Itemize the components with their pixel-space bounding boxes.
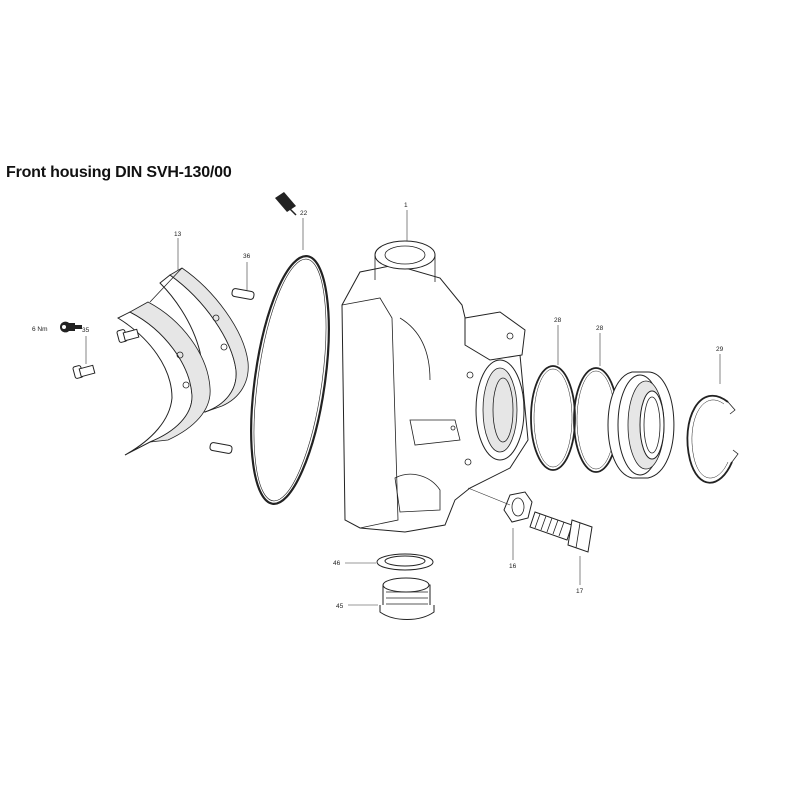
callout-28-second: 28 bbox=[596, 325, 604, 332]
callout-16: 16 bbox=[509, 563, 517, 570]
leader-lines bbox=[85, 210, 721, 606]
part-45-plug bbox=[379, 577, 435, 620]
part-22-o-ring bbox=[250, 255, 330, 505]
wrench-icon bbox=[60, 321, 82, 333]
part-36-pins bbox=[209, 288, 255, 454]
grease-gun-icon bbox=[275, 192, 297, 216]
part-46-sealing-washer bbox=[376, 553, 434, 571]
callout-22: 22 bbox=[300, 210, 308, 217]
callout-45: 45 bbox=[336, 603, 344, 610]
callout-28-first: 28 bbox=[554, 317, 562, 324]
callout-17: 17 bbox=[576, 588, 584, 595]
callout-46: 46 bbox=[333, 560, 341, 567]
diagram-title: Front housing DIN SVH-130/00 bbox=[6, 164, 232, 181]
callout-36: 36 bbox=[243, 253, 251, 260]
callout-35: 35 bbox=[82, 327, 90, 334]
part-35-screws bbox=[72, 328, 140, 379]
part-17-bolt bbox=[529, 511, 593, 553]
shaft-seal bbox=[607, 371, 675, 479]
part-1-front-housing bbox=[341, 240, 529, 533]
callout-13: 13 bbox=[174, 231, 182, 238]
callout-1: 1 bbox=[404, 202, 408, 209]
part-13-shell-segments bbox=[116, 267, 249, 456]
part-16-nut bbox=[503, 491, 533, 523]
part-29-circlip bbox=[686, 394, 739, 484]
callout-labels: 1 13 22 36 6 Nm 35 28 28 29 46 16 17 45 bbox=[32, 202, 724, 610]
torque-value: 6 Nm bbox=[32, 326, 48, 333]
callout-29: 29 bbox=[716, 346, 724, 353]
part-28-snap-rings bbox=[530, 365, 619, 473]
